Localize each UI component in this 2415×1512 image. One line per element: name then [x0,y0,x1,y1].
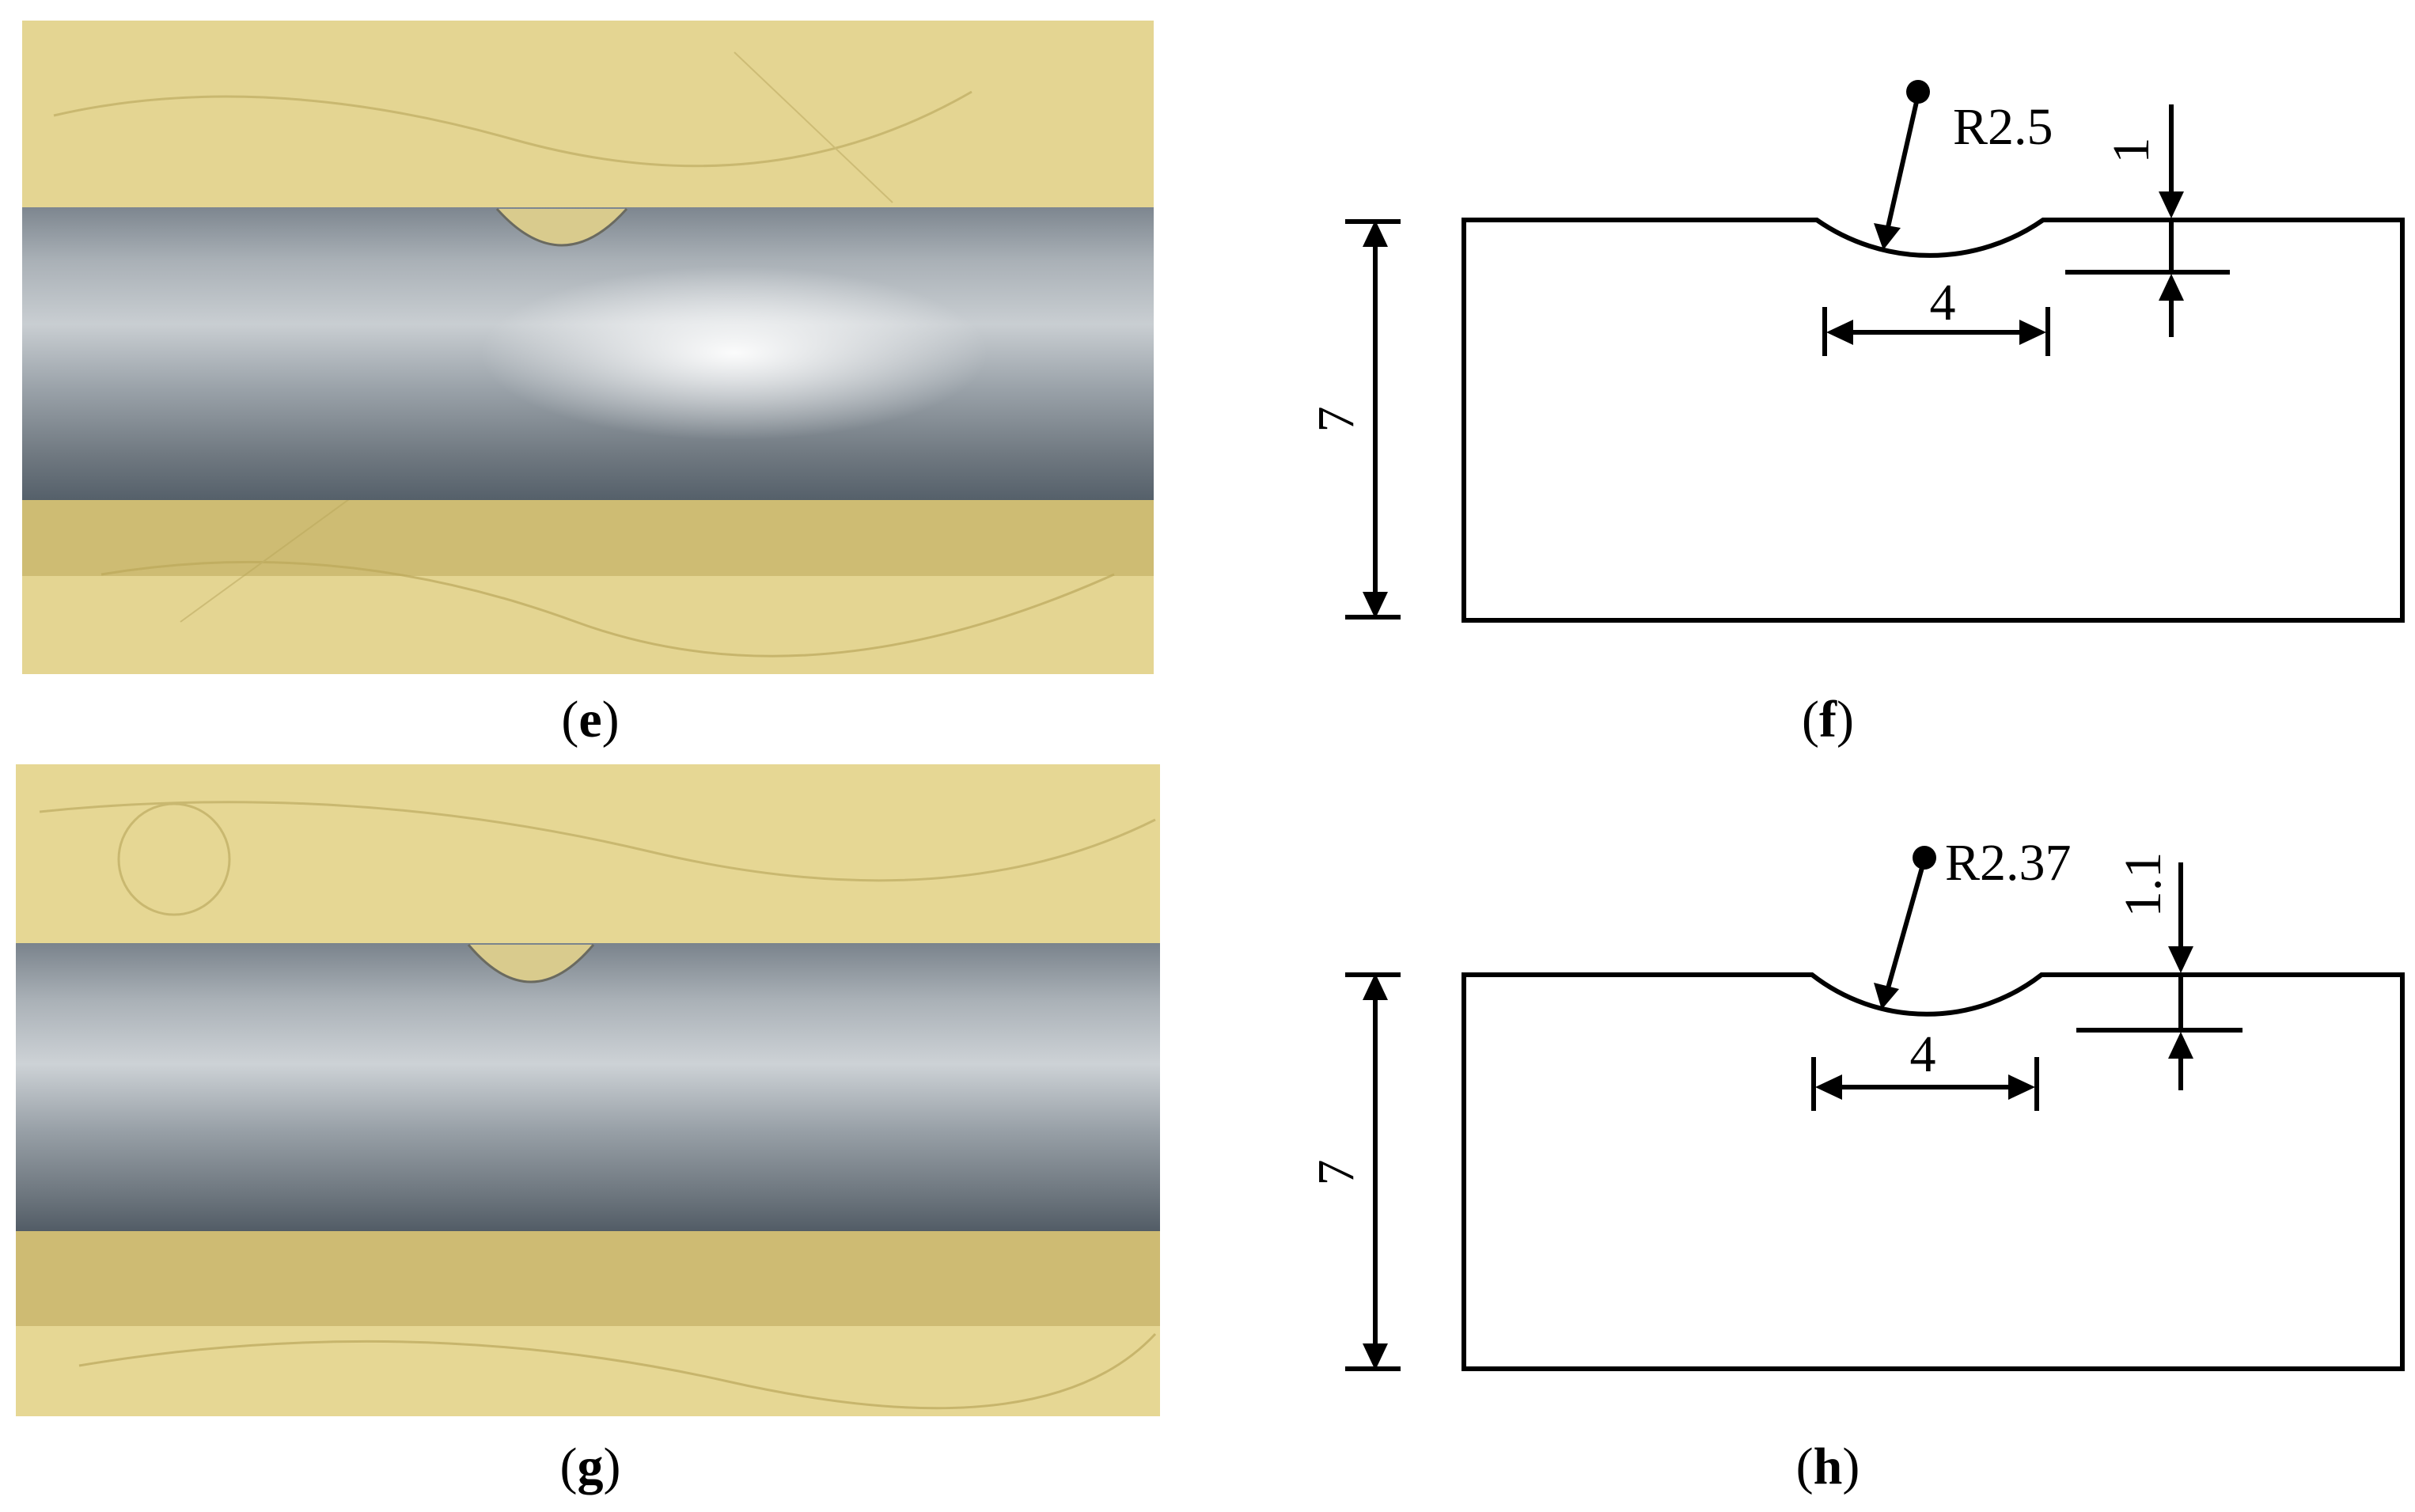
drawing-h: 7 4 1.1 R2.37 [1266,752,2415,1433]
metal-bar [16,943,1160,1231]
notch-depth-label: 1 [2102,138,2160,164]
notch-depth-label: 1.1 [2114,852,2172,918]
radius-leader-dot [1913,846,1936,870]
notch-width-label: 4 [1930,274,1956,332]
radius-label: R2.5 [1953,98,2053,156]
panel-label-g: (g) [559,1438,621,1495]
panel-label-e: (e) [561,691,620,748]
radius-leader [1884,858,1927,995]
photo-e [22,21,1154,674]
notch-width-label: 4 [1910,1025,1936,1083]
height-label: 7 [1307,407,1365,433]
radius-leader [1884,94,1920,235]
photo-g [16,764,1160,1416]
radius-leader-dot [1906,80,1930,104]
panel-label-h: (h) [1795,1438,1860,1495]
height-label: 7 [1307,1160,1365,1186]
specimen-outline [1462,972,2405,1371]
drawing-f: 7 4 1 R2.5 [1266,0,2415,752]
panel-label-f: (f) [1802,691,1854,748]
specimen-outline [1462,218,2405,623]
radius-label: R2.37 [1945,834,2072,892]
